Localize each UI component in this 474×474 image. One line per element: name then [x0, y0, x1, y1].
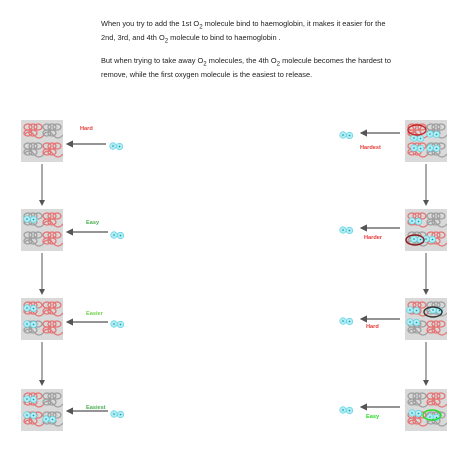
- release-step-label-3: Hard: [366, 324, 379, 330]
- binding-explanation: When you try to add the 1st O2 molecule …: [101, 19, 386, 45]
- oxygen-pair-icon: [23, 304, 38, 313]
- oxygen-pair-icon: [339, 226, 354, 235]
- globin-chain: [23, 142, 45, 158]
- haemoglobin-tile-binding-3: [21, 298, 63, 340]
- globin-chain: [42, 231, 63, 247]
- oxygen-pair-icon: [110, 231, 125, 240]
- oxygen-pair-icon: [406, 306, 421, 315]
- oxygen-pair-icon: [23, 395, 38, 404]
- highlight-ring: [423, 306, 443, 318]
- oxygen-pair-icon: [109, 142, 124, 151]
- oxygen-molecule-icon: [339, 313, 357, 326]
- haemoglobin-icon: [405, 212, 447, 247]
- globin-chain: [23, 123, 45, 139]
- oxygen-pair-icon: [408, 409, 423, 418]
- oxygen-molecule-icon: [110, 406, 128, 419]
- oxygen-pair-icon: [339, 131, 354, 140]
- haemoglobin-icon: [23, 123, 63, 158]
- haemoglobin-tile-release-4: [405, 389, 447, 431]
- haemoglobin-icon: [23, 392, 63, 427]
- haemoglobin-tile-release-1: [405, 120, 447, 162]
- oxygen-pair-icon: [422, 235, 437, 244]
- globin-chain: [42, 301, 63, 317]
- oxygen-pair-icon: [23, 411, 38, 420]
- binding-step-label-2: Easy: [86, 220, 100, 226]
- highlight-ring: [422, 409, 442, 421]
- haemoglobin-tile-release-3: [405, 298, 447, 340]
- oxygen-pair-icon: [42, 415, 57, 424]
- oxygen-pair-icon: [339, 406, 354, 415]
- release-step-label-1: Hardest: [360, 145, 381, 151]
- release-step-label-4: Easy: [366, 414, 380, 420]
- oxygen-molecule-icon: [339, 127, 357, 140]
- globin-chain: [42, 392, 63, 408]
- oxygen-pair-icon: [23, 215, 38, 224]
- oxygen-pair-icon: [339, 317, 354, 326]
- oxygen-pair-icon: [429, 306, 444, 315]
- globin-chain: [426, 320, 447, 336]
- highlight-ring: [407, 124, 427, 136]
- oxygen-pair-icon: [110, 320, 125, 329]
- haemoglobin-icon: [23, 301, 63, 336]
- oxygen-molecule-icon: [110, 316, 128, 329]
- oxygen-pair-icon: [406, 318, 421, 327]
- globin-chain: [42, 212, 63, 228]
- globin-chain: [42, 142, 63, 158]
- haemoglobin-icon: [407, 392, 447, 427]
- globin-chain: [42, 123, 63, 139]
- release-step-label-2: Harder: [364, 235, 383, 241]
- oxygen-pair-icon: [410, 134, 425, 143]
- globin-chain: [407, 392, 429, 408]
- binding-step-label-1: Hard: [80, 126, 93, 132]
- removal-explanation: But when trying to take away O2 molecule…: [101, 56, 391, 80]
- oxygen-pair-icon: [426, 144, 441, 153]
- oxygen-pair-icon: [110, 410, 125, 419]
- oxygen-molecule-icon: [339, 402, 357, 415]
- globin-chain: [23, 231, 45, 247]
- oxygen-pair-icon: [426, 130, 441, 139]
- oxygen-pair-icon: [23, 320, 38, 329]
- oxygen-molecule-icon: [339, 222, 357, 235]
- oxygen-pair-icon: [408, 217, 423, 226]
- haemoglobin-tile-binding-1: [21, 120, 63, 162]
- binding-step-label-3: Easier: [86, 311, 103, 317]
- binding-step-label-4: Easiest: [86, 405, 106, 411]
- globin-chain: [42, 320, 63, 336]
- oxygen-molecule-icon: [110, 227, 128, 240]
- globin-chain: [426, 392, 447, 408]
- globin-chain: [426, 212, 447, 228]
- haemoglobin-icon: [407, 123, 447, 158]
- oxygen-molecule-icon: [109, 138, 127, 151]
- oxygen-pair-icon: [410, 144, 425, 153]
- haemoglobin-tile-binding-4: [21, 389, 63, 431]
- haemoglobin-icon: [23, 212, 63, 247]
- haemoglobin-tile-release-2: [405, 209, 447, 251]
- haemoglobin-tile-binding-2: [21, 209, 63, 251]
- highlight-ring: [405, 234, 425, 246]
- haemoglobin-icon: [406, 301, 447, 336]
